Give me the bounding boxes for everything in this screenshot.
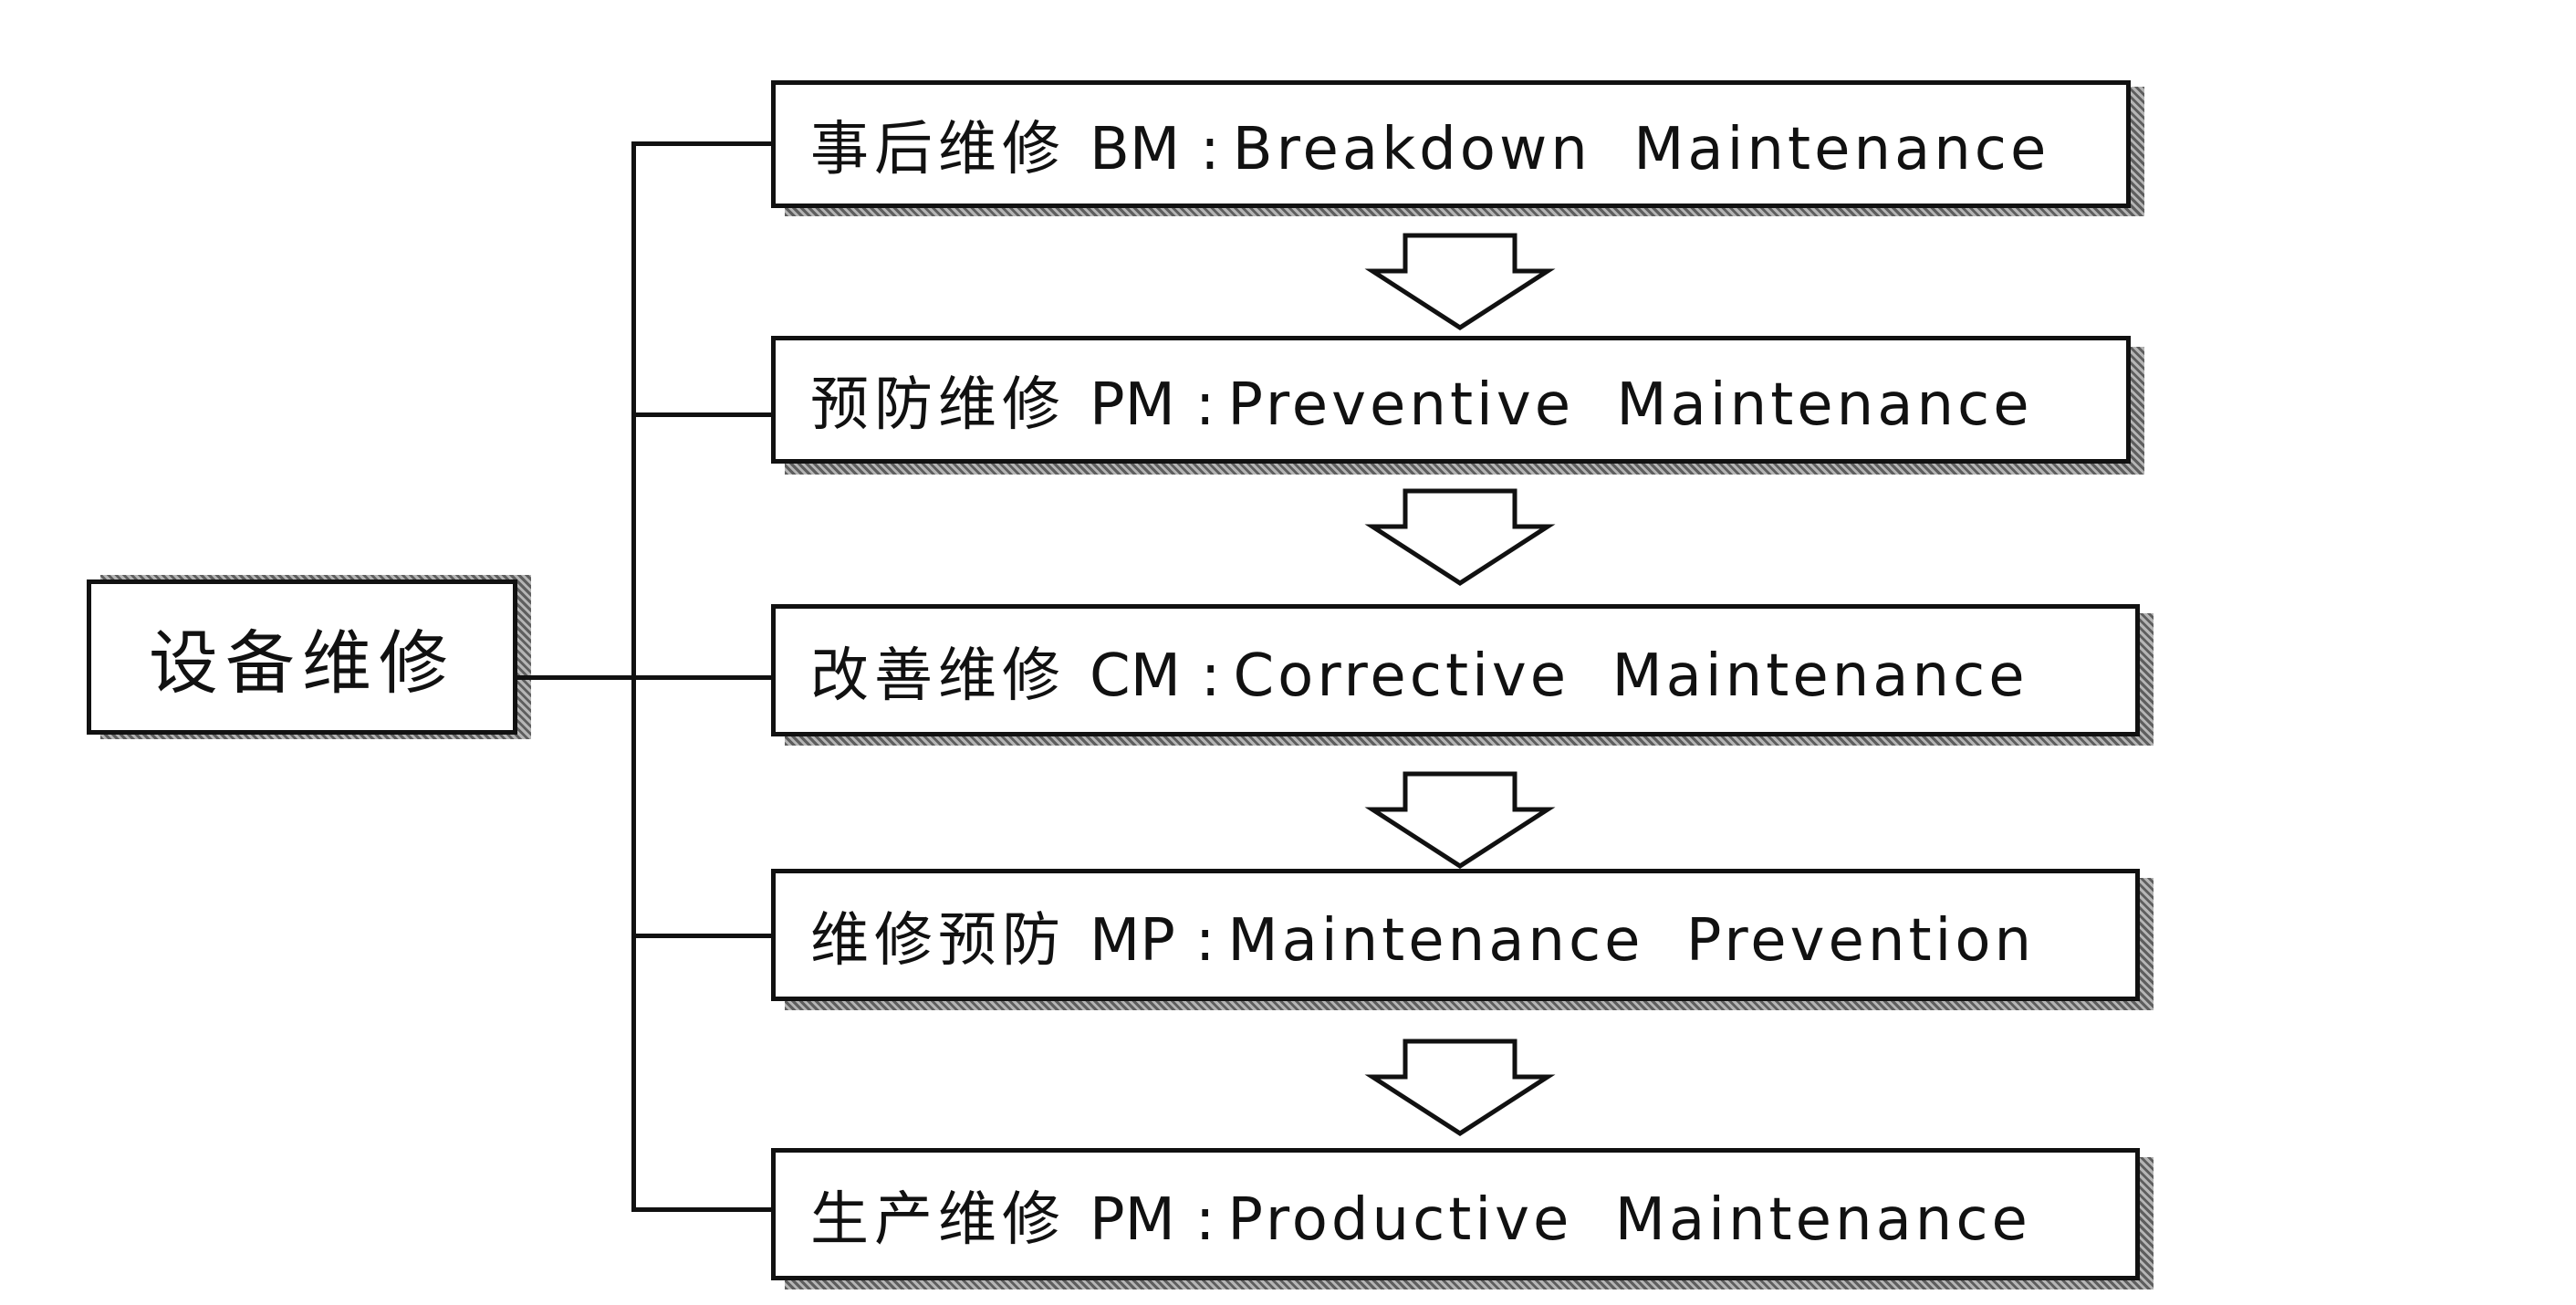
item-abbr: MP <box>1090 906 1175 975</box>
item-en-label: Breakdown Maintenance <box>1232 116 2050 183</box>
item-text: 预防维修 PM:Preventive Maintenance <box>810 358 2033 442</box>
root-label: 设备维修 <box>149 622 455 704</box>
down-arrow-icon <box>1364 233 1556 330</box>
down-arrow-icon <box>1364 1039 1556 1136</box>
branch-line-2 <box>631 412 776 417</box>
item-en-label: Corrective Maintenance <box>1233 642 2028 710</box>
branch-line-5 <box>631 1207 776 1212</box>
down-arrow-icon <box>1364 771 1556 869</box>
item-box-prevention: 维修预防 MP:Maintenance Prevention <box>771 869 2140 1001</box>
item-text: 生产维修 PM:Productive Maintenance <box>810 1173 2031 1257</box>
item-box-breakdown: 事后维修 BM:Breakdown Maintenance <box>771 80 2131 208</box>
item-en-label: Maintenance Prevention <box>1227 906 2036 975</box>
item-zh-label: 预防维修 <box>810 371 1066 439</box>
item-abbr: PM <box>1090 1185 1175 1254</box>
root-box: 设备维修 <box>87 579 517 735</box>
item-colon: : <box>1200 642 1221 710</box>
item-zh-label: 改善维修 <box>810 642 1066 710</box>
item-abbr: CM <box>1090 642 1181 710</box>
item-zh-label: 生产维修 <box>810 1185 1066 1254</box>
item-en-label: Preventive Maintenance <box>1227 371 2033 439</box>
branch-line-4 <box>631 934 776 938</box>
item-colon: : <box>1194 906 1215 975</box>
item-colon: : <box>1200 116 1220 183</box>
item-box-preventive: 预防维修 PM:Preventive Maintenance <box>771 336 2131 464</box>
item-zh-label: 事后维修 <box>810 116 1066 183</box>
item-abbr: PM <box>1090 371 1175 439</box>
branch-line-3 <box>631 675 776 680</box>
root-connector <box>517 675 636 680</box>
item-text: 维修预防 MP:Maintenance Prevention <box>810 893 2035 977</box>
down-arrow-icon <box>1364 488 1556 586</box>
item-colon: : <box>1194 1185 1215 1254</box>
item-en-label: Productive Maintenance <box>1227 1185 2031 1254</box>
item-zh-label: 维修预防 <box>810 906 1066 975</box>
item-box-productive: 生产维修 PM:Productive Maintenance <box>771 1148 2140 1280</box>
item-abbr: BM <box>1090 116 1181 183</box>
item-colon: : <box>1194 371 1215 439</box>
item-text: 改善维修 CM:Corrective Maintenance <box>810 629 2028 713</box>
item-text: 事后维修 BM:Breakdown Maintenance <box>810 102 2049 186</box>
item-box-corrective: 改善维修 CM:Corrective Maintenance <box>771 604 2140 736</box>
branch-line-1 <box>631 141 776 146</box>
